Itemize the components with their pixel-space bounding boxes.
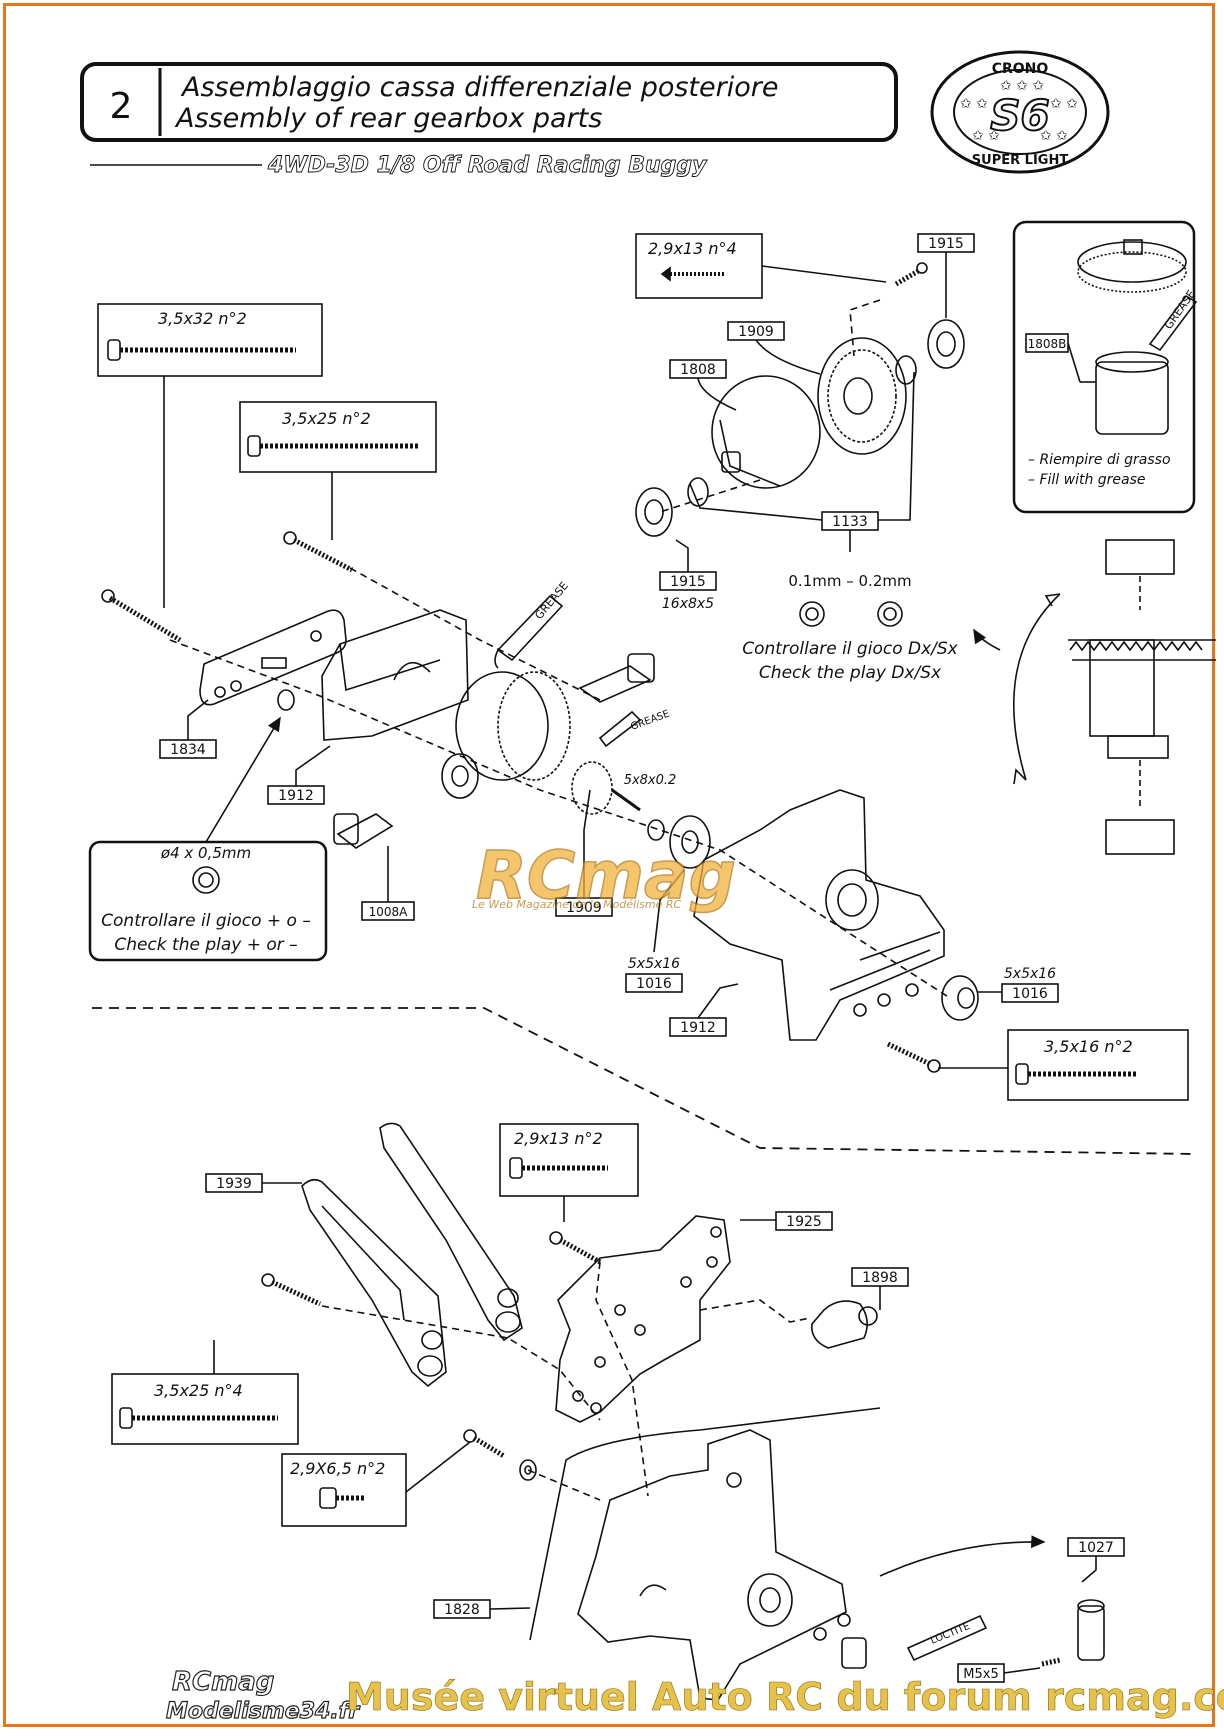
screw-box-1: 2,9x13 n°4 xyxy=(635,233,887,299)
svg-text:1909: 1909 xyxy=(566,900,602,916)
svg-text:1909: 1909 xyxy=(738,324,774,340)
svg-text:16x8x5: 16x8x5 xyxy=(662,596,714,612)
svg-text:1016: 1016 xyxy=(636,976,672,992)
svg-text:Check the play Dx/Sx: Check the play Dx/Sx xyxy=(759,663,942,683)
screw-box-3: 3,5x25 n°2 xyxy=(239,401,437,540)
lower-assembly: LOCTITE xyxy=(261,1122,1105,1701)
logo-top: CRONO xyxy=(992,61,1049,77)
svg-text:1912: 1912 xyxy=(278,788,314,804)
svg-text:1828: 1828 xyxy=(444,1602,480,1618)
screw-box-6: 3,5x25 n°4 xyxy=(111,1340,299,1445)
svg-text:✩ ✩ ✩: ✩ ✩ ✩ xyxy=(1000,78,1044,94)
svg-text:1133: 1133 xyxy=(832,514,868,530)
inset-grease-box: 1808B GREASE – Riempire di grasso – Fill… xyxy=(1012,220,1198,514)
rcmag-watermark: RCmag Le Web Magazine de la Modélisme RC xyxy=(472,836,737,915)
svg-text:3,5x25 n°2: 3,5x25 n°2 xyxy=(282,409,371,428)
section-view xyxy=(973,539,1216,855)
svg-text:1834: 1834 xyxy=(170,742,206,758)
svg-text:M5x5: M5x5 xyxy=(963,1667,998,1682)
svg-text:GREASE: GREASE xyxy=(1162,288,1198,332)
screw-box-2: 3,5x32 n°2 xyxy=(97,303,323,608)
footer-brand-1: RCmag xyxy=(172,1667,274,1697)
screw-box-5: 2,9x13 n°2 xyxy=(499,1123,639,1222)
svg-text:✩ ✩: ✩ ✩ xyxy=(1040,128,1068,144)
screw-box-7: 2,9X6,5 n°2 xyxy=(281,1441,471,1527)
svg-text:2,9X6,5 n°2: 2,9X6,5 n°2 xyxy=(290,1459,385,1478)
gearbox-assembly: GREASE GREASE 5x8x0.2 xyxy=(101,531,979,1073)
svg-text:1808B: 1808B xyxy=(1028,337,1067,351)
svg-text:ø4 x 0,5mm: ø4 x 0,5mm xyxy=(160,844,251,862)
footer: RCmag Modelisme34.fr Musée virtuel Auto … xyxy=(165,1666,1224,1724)
screw-box-4: 3,5x16 n°2 xyxy=(938,1029,1189,1101)
svg-text:1008A: 1008A xyxy=(369,905,409,919)
svg-text:✩ ✩: ✩ ✩ xyxy=(960,96,988,112)
svg-text:0.1mm – 0.2mm: 0.1mm – 0.2mm xyxy=(788,572,911,590)
svg-text:1027: 1027 xyxy=(1078,1540,1114,1556)
diff-upper xyxy=(635,262,965,537)
section-divider xyxy=(92,1007,1197,1155)
crono-logo: CRONO S6 SUPER LIGHT ✩ ✩ ✩ ✩ ✩ ✩ ✩ ✩ ✩ ✩… xyxy=(930,50,1110,174)
title-italian: Assemblaggio cassa differenziale posteri… xyxy=(180,72,778,103)
svg-text:5x8x0.2: 5x8x0.2 xyxy=(624,773,677,788)
step-number: 2 xyxy=(110,86,133,127)
svg-text:GREASE: GREASE xyxy=(629,709,671,733)
washer-note-box: ø4 x 0,5mm Controllare il gioco + o – Ch… xyxy=(88,716,328,962)
header-box xyxy=(80,62,898,142)
svg-text:3,5x16 n°2: 3,5x16 n°2 xyxy=(1044,1037,1133,1056)
logo-bottom: SUPER LIGHT xyxy=(972,153,1069,168)
svg-text:1912: 1912 xyxy=(680,1020,716,1036)
footer-caption: Musée virtuel Auto RC du forum rcmag.com xyxy=(346,1675,1224,1719)
svg-text:5x5x16: 5x5x16 xyxy=(628,956,680,972)
svg-text:✩ ✩: ✩ ✩ xyxy=(1050,96,1078,112)
svg-text:✩ ✩: ✩ ✩ xyxy=(972,128,1000,144)
svg-text:Controllare il gioco Dx/Sx: Controllare il gioco Dx/Sx xyxy=(742,639,958,659)
svg-text:3,5x25 n°4: 3,5x25 n°4 xyxy=(154,1381,243,1400)
svg-text:1915: 1915 xyxy=(670,574,706,590)
svg-text:Controllare il gioco + o –: Controllare il gioco + o – xyxy=(101,911,311,931)
svg-text:1898: 1898 xyxy=(862,1270,898,1286)
svg-text:LOCTITE: LOCTITE xyxy=(929,1621,972,1647)
svg-text:3,5x32 n°2: 3,5x32 n°2 xyxy=(158,309,247,328)
shims-note: 0.1mm – 0.2mm Controllare il gioco Dx/Sx… xyxy=(742,572,958,683)
svg-text:2,9x13 n°2: 2,9x13 n°2 xyxy=(514,1129,603,1148)
svg-text:2,9x13 n°4: 2,9x13 n°4 xyxy=(648,239,737,258)
svg-text:1016: 1016 xyxy=(1012,986,1048,1002)
svg-text:– Fill with grease: – Fill with grease xyxy=(1028,472,1146,488)
part-labels: 1915 1909 1808 1133 1915 16x8x5 1834 191… xyxy=(159,233,1125,1683)
title-english: Assembly of rear gearbox parts xyxy=(174,103,602,134)
svg-text:Le Web Magazine de la Modélism: Le Web Magazine de la Modélisme RC xyxy=(472,898,682,911)
svg-text:GREASE: GREASE xyxy=(532,579,571,622)
svg-text:RCmag: RCmag xyxy=(476,837,736,914)
logo-center: S6 xyxy=(990,91,1049,140)
svg-text:1925: 1925 xyxy=(786,1214,822,1230)
svg-text:1808: 1808 xyxy=(680,362,716,378)
footer-brand-2: Modelisme34.fr xyxy=(166,1699,360,1724)
svg-text:– Riempire di grasso: – Riempire di grasso xyxy=(1028,452,1171,468)
svg-text:1939: 1939 xyxy=(216,1176,252,1192)
svg-text:Check the play + or –: Check the play + or – xyxy=(114,935,297,955)
subtitle: 4WD-3D 1/8 Off Road Racing Buggy xyxy=(267,153,708,178)
svg-text:1915: 1915 xyxy=(928,236,964,252)
svg-text:5x5x16: 5x5x16 xyxy=(1004,966,1056,982)
